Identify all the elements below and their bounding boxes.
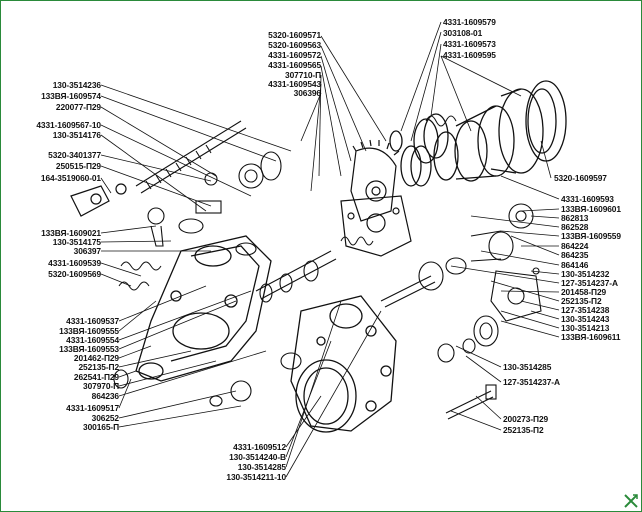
part-label: 307710-П: [285, 70, 321, 80]
part-label: 127-3514237-А: [561, 278, 618, 288]
part-label: 4331-1609554: [66, 335, 119, 345]
part-label: 306252: [91, 413, 119, 423]
part-label: 133ВЯ-1609555: [59, 326, 119, 336]
part-label: 130-3514243: [561, 314, 610, 324]
part-label: 164-3519060-01: [40, 173, 101, 183]
part-label: 4331-1609512: [233, 442, 286, 452]
part-label: 5320-3401377: [48, 150, 101, 160]
part-label: 5320-1609563: [268, 40, 321, 50]
part-label: 864235: [561, 250, 589, 260]
part-label: 130-3514213: [561, 323, 610, 333]
cover-plate: [340, 195, 412, 257]
part-label: 262541-П29: [73, 372, 119, 382]
part-label: 4331-1609593: [561, 194, 614, 204]
part-label: 862528: [561, 222, 589, 232]
lower-left-parts: [113, 352, 302, 407]
part-label: 5320-1609569: [48, 269, 101, 279]
part-label: 127-3514238: [561, 305, 610, 315]
shaft-screw: [135, 120, 247, 194]
right-side-parts: [380, 203, 542, 347]
part-label: 306397: [73, 246, 101, 256]
part-label: 130-3514176: [52, 130, 101, 140]
part-label: 133ВЯ-1609611: [561, 332, 621, 342]
part-label: 252135-П2: [503, 425, 544, 435]
part-label: 200273-П29: [503, 414, 549, 424]
part-label: 306396: [293, 88, 321, 98]
part-label: 864224: [561, 241, 589, 251]
part-label: 307970-П: [83, 381, 119, 391]
part-label: 130-3514240-В: [229, 452, 286, 462]
part-label: 130-3514285: [503, 362, 552, 372]
leader-lines: [100, 21, 560, 478]
part-label: 201458-П29: [561, 287, 607, 297]
spring-2: [425, 115, 457, 127]
part-label: 252135-П2: [561, 296, 602, 306]
part-label: 4331-1609517: [66, 403, 119, 413]
part-label: 864236: [91, 391, 119, 401]
part-label: 5320-1609571: [268, 30, 321, 40]
part-label: 130-3514175: [52, 237, 101, 247]
part-label: 4331-1609565: [268, 60, 321, 70]
part-label: 5320-1609597: [554, 173, 607, 183]
part-label: 220077-П29: [55, 102, 101, 112]
part-label: 127-3514237-А: [503, 377, 560, 387]
banjo-fitting: [70, 183, 127, 217]
part-label: 130-3514211-10: [226, 472, 286, 482]
part-label: 133ВЯ-1609601: [561, 204, 621, 214]
gear-sector: [350, 139, 400, 222]
part-label: 4331-1609543: [268, 79, 321, 89]
part-label: 4331-1609572: [268, 50, 321, 60]
valve-spool: [255, 250, 337, 303]
part-label: 4331-1609567-10: [36, 120, 101, 130]
part-label: 4331-1609537: [66, 316, 119, 326]
spring-3: [118, 261, 162, 291]
front-housing: [290, 295, 397, 433]
part-label: 130-3514285: [237, 462, 286, 472]
part-label: 133ВЯ-1609574: [41, 91, 101, 101]
part-label: 300165-П: [83, 422, 119, 432]
spring-1: [340, 236, 374, 246]
crossed-arrows-icon: [624, 494, 638, 508]
part-label: 303108-01: [443, 28, 483, 38]
washers-bolts: [437, 338, 497, 420]
part-label: 4331-1609573: [443, 39, 496, 49]
part-label: 133ВЯ-1609021: [41, 228, 101, 238]
part-label: 252135-П2: [78, 362, 119, 372]
part-label: 130-3514236: [52, 80, 101, 90]
part-label: 4331-1609539: [48, 258, 101, 268]
part-label: 201462-П29: [73, 353, 119, 363]
part-label: 133ВЯ-1609559: [561, 231, 621, 241]
part-label: 130-3514232: [561, 269, 610, 279]
part-label: 250515-П29: [55, 161, 101, 171]
part-label: 862813: [561, 213, 589, 223]
main-housing: [135, 235, 272, 382]
part-label: 133ВЯ-1609553: [59, 344, 119, 354]
part-label: 4331-1609579: [443, 17, 496, 27]
part-label: 4331-1609595: [443, 50, 496, 60]
part-label: 864146: [561, 260, 589, 270]
small-fittings: [147, 151, 282, 256]
piston-assembly: [389, 80, 567, 187]
